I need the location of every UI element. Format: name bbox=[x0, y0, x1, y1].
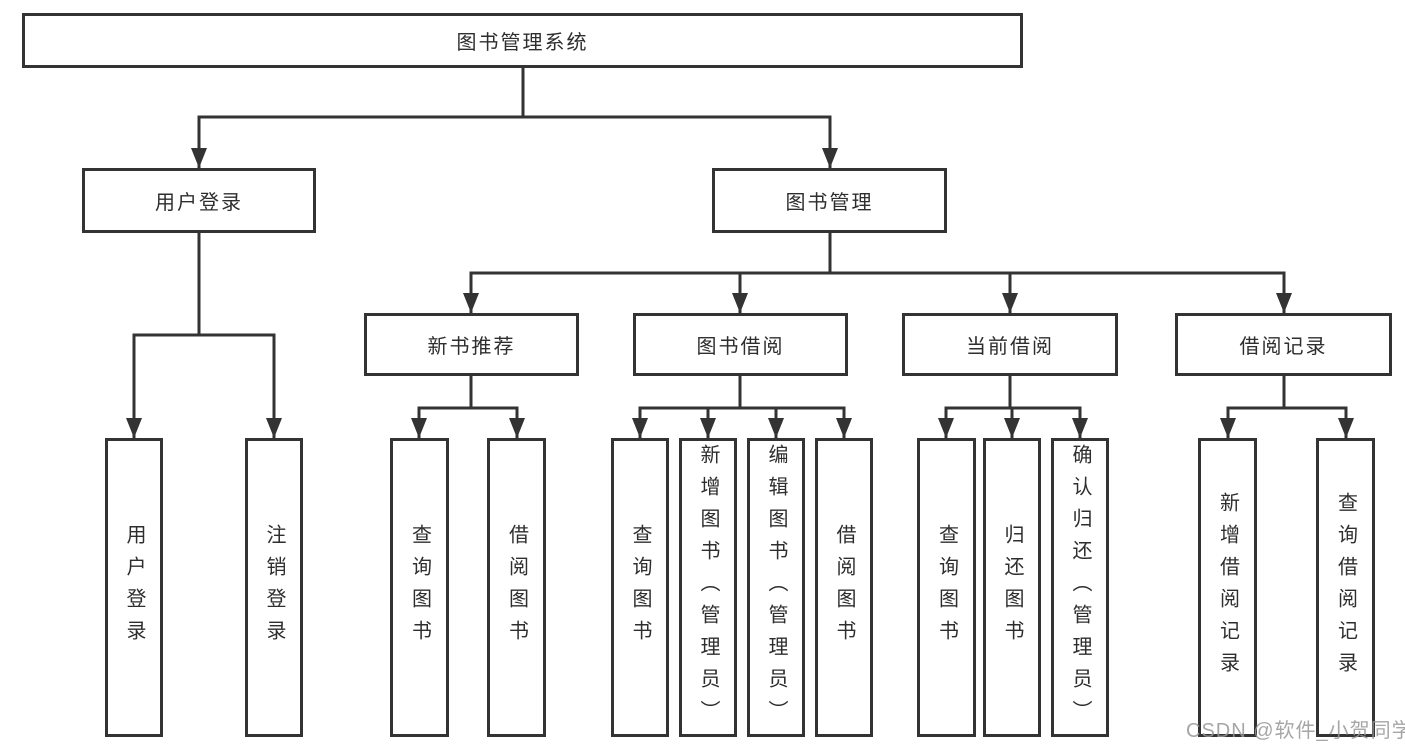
leaf-label: 新增借阅记录 bbox=[1216, 491, 1239, 684]
leaf-label: 借阅图书 bbox=[505, 523, 528, 652]
leaf-label: 确认归还（管理员） bbox=[1069, 443, 1091, 732]
leaf-return-books: 归还图书 bbox=[983, 438, 1041, 737]
leaf-label: 归还图书 bbox=[1001, 523, 1023, 652]
leaf-confirm-return-admin: 确认归还（管理员） bbox=[1051, 438, 1109, 737]
leaf-label: 编辑图书（管理员） bbox=[765, 443, 787, 732]
node-label: 图书管理 bbox=[785, 192, 874, 214]
node-label: 图书管理系统 bbox=[456, 32, 589, 54]
leaf-label: 查询图书 bbox=[935, 523, 958, 652]
leaf-add-borrow-record: 新增借阅记录 bbox=[1198, 438, 1257, 737]
node-label: 用户登录 bbox=[155, 192, 243, 214]
leaf-user-login: 用户登录 bbox=[105, 438, 163, 737]
node-label: 图书借阅 bbox=[696, 336, 785, 358]
leaf-label: 查询图书 bbox=[408, 523, 431, 652]
leaf-edit-books-admin: 编辑图书（管理员） bbox=[747, 438, 805, 737]
leaf-query-books-current: 查询图书 bbox=[917, 438, 976, 737]
leaf-borrow-books-recommend: 借阅图书 bbox=[487, 438, 546, 737]
node-current-borrowing: 当前借阅 bbox=[902, 313, 1118, 376]
node-new-book-recommendation: 新书推荐 bbox=[364, 313, 579, 376]
leaf-query-books-recommend: 查询图书 bbox=[390, 438, 449, 737]
leaf-label: 新增图书（管理员） bbox=[697, 443, 719, 732]
node-label: 借阅记录 bbox=[1239, 336, 1328, 358]
leaf-label: 查询图书 bbox=[629, 523, 651, 652]
leaf-add-books-admin: 新增图书（管理员） bbox=[679, 438, 737, 737]
leaf-label: 查询借阅记录 bbox=[1334, 491, 1357, 684]
node-label: 当前借阅 bbox=[966, 336, 1054, 358]
leaf-label: 借阅图书 bbox=[833, 523, 855, 652]
node-library-management-system: 图书管理系统 bbox=[22, 13, 1023, 68]
node-label: 新书推荐 bbox=[427, 336, 516, 358]
leaf-label: 注销登录 bbox=[263, 523, 285, 652]
node-book-borrowing: 图书借阅 bbox=[633, 313, 848, 376]
node-borrowing-records: 借阅记录 bbox=[1175, 313, 1392, 376]
leaf-query-books-borrow: 查询图书 bbox=[611, 438, 669, 737]
leaf-label: 用户登录 bbox=[123, 523, 145, 652]
node-book-management: 图书管理 bbox=[712, 168, 947, 233]
leaf-logout: 注销登录 bbox=[245, 438, 303, 737]
node-user-login: 用户登录 bbox=[82, 168, 316, 233]
leaf-query-borrow-record: 查询借阅记录 bbox=[1316, 438, 1375, 737]
leaf-borrow-books-borrow: 借阅图书 bbox=[815, 438, 873, 737]
